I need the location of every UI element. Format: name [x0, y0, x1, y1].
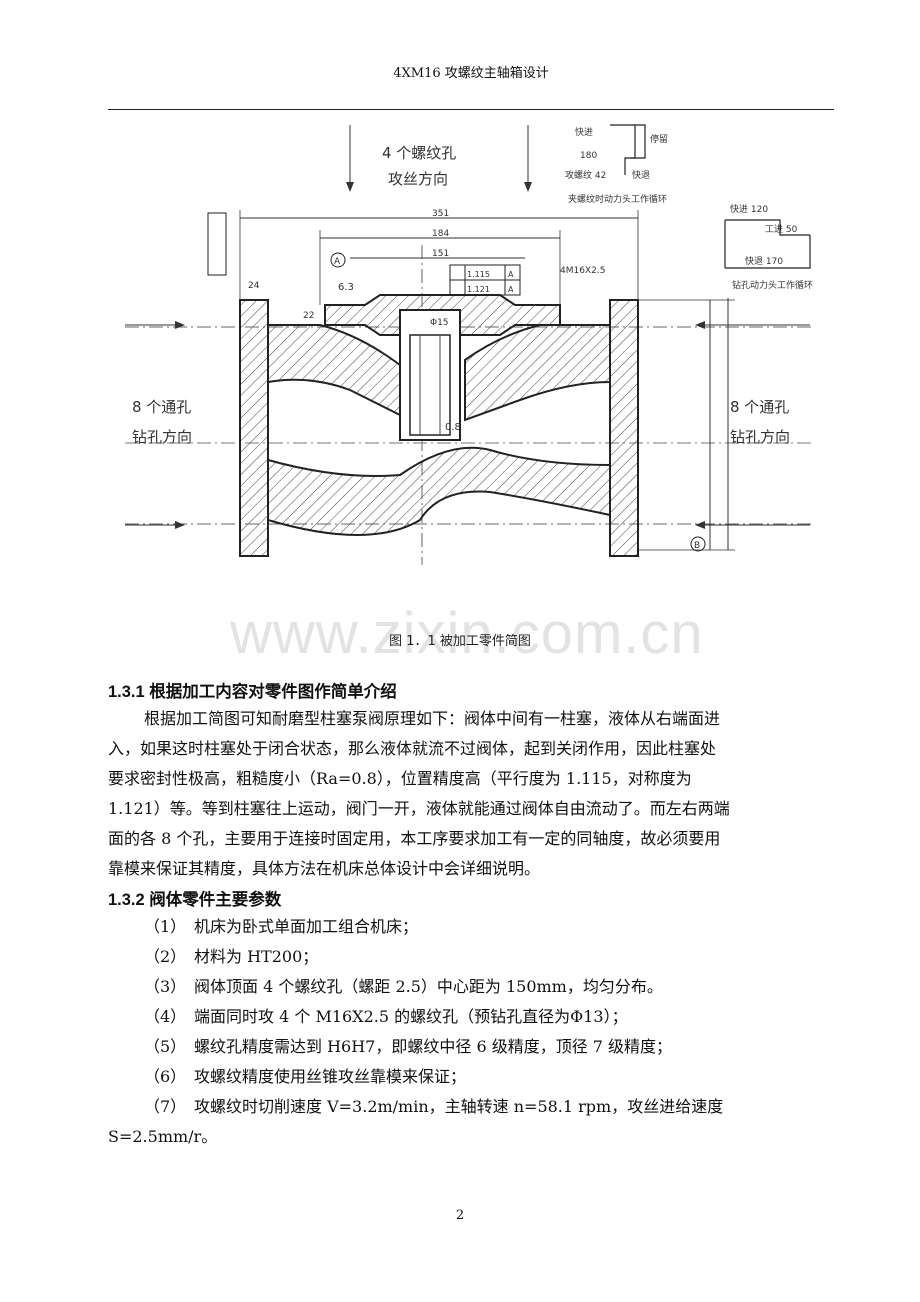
left-flange [239, 299, 269, 557]
svg-text:快退 170: 快退 170 [745, 255, 783, 267]
figure-caption: 图 1．1 被加工零件简图 [389, 634, 531, 649]
svg-text:停留: 停留 [650, 133, 668, 145]
svg-text:A: A [334, 257, 341, 267]
svg-text:工进 50: 工进 50 [765, 224, 798, 235]
page-header: 4XM16 攻螺纹主轴箱设计 [393, 66, 549, 81]
lower-wall [267, 446, 611, 536]
right-holes-direction: 钻孔方向 [730, 428, 790, 446]
list-item: （7）攻螺纹时切削速度 V=3.2m/min，主轴转速 n=58.1 rpm，攻… [144, 1097, 724, 1116]
svg-text:4M16X2.5: 4M16X2.5 [560, 266, 605, 276]
right-flange [609, 299, 639, 557]
svg-text:22: 22 [303, 311, 314, 321]
svg-text:快进 120: 快进 120 [730, 203, 768, 215]
paragraph-line: 根据加工简图可知耐磨型柱塞泵阀原理如下：阀体中间有一柱塞，液体从右端面进 [144, 709, 721, 728]
paragraph-line: 1.121）等。等到柱塞往上运动，阀门一开，液体就能通过阀体自由流动了。而左右两… [108, 799, 730, 818]
svg-text:1.121: 1.121 [467, 285, 490, 294]
plunger [409, 334, 451, 436]
top-holes-direction: 攻丝方向 [388, 170, 448, 188]
svg-text:攻螺纹 42: 攻螺纹 42 [565, 169, 606, 181]
paragraph-line: 入，如果这时柱塞处于闭合状态，那么液体就流不过阀体，起到关闭作用，因此柱塞处 [108, 739, 717, 758]
right-holes-label: 8 个通孔 [730, 398, 789, 416]
upper-left-wall [267, 324, 401, 417]
section-heading-1-3-1: 1.3.1 根据加工内容对零件图作简单介绍 [108, 683, 397, 701]
cycle2-caption: 钻孔动力头工作循环 [732, 279, 813, 291]
svg-text:151: 151 [432, 249, 449, 259]
valve-body-drawing: 4 个螺纹孔 攻丝方向 8 个通孔 钻孔方向 8 个通孔 钻孔方向 快进 180… [125, 124, 815, 565]
parameter-list: （1）机床为卧式单面加工组合机床； （2）材料为 HT200； （3）阀体顶面 … [108, 912, 834, 1152]
list-item: （2）材料为 HT200； [144, 947, 319, 966]
section-1-3-1-paragraph: 根据加工简图可知耐磨型柱塞泵阀原理如下：阀体中间有一柱塞，液体从右端面进 入，如… [108, 704, 834, 884]
upper-right-wall [464, 324, 611, 422]
svg-text:快进: 快进 [575, 126, 593, 138]
list-item: （4）端面同时攻 4 个 M16X2.5 的螺纹孔（预钻孔直径为Φ13）； [144, 1007, 628, 1026]
left-holes-label: 8 个通孔 [132, 398, 191, 416]
svg-text:Φ15: Φ15 [430, 318, 449, 328]
svg-text:184: 184 [432, 229, 449, 239]
list-item: （3）阀体顶面 4 个螺纹孔（螺距 2.5）中心距为 150mm，均匀分布。 [144, 977, 663, 996]
cycle1-caption: 夹螺纹时动力头工作循环 [568, 193, 667, 205]
list-item: （1）机床为卧式单面加工组合机床； [144, 917, 419, 936]
svg-text:B: B [694, 541, 700, 551]
section-heading-1-3-2: 1.3.2 阀体零件主要参数 [108, 891, 282, 909]
watermark: www.zixin.com.cn [230, 601, 704, 666]
paragraph-line: 面的各 8 个孔，主要用于连接时固定用，本工序要求加工有一定的同轴度，故必须要用 [108, 829, 721, 848]
svg-text:1.115: 1.115 [467, 270, 490, 279]
paragraph-line: 靠模来保证其精度，具体方法在机床总体设计中会详细说明。 [108, 859, 541, 878]
top-holes-label: 4 个螺纹孔 [382, 144, 456, 162]
svg-text:A: A [508, 270, 514, 279]
svg-text:180: 180 [580, 151, 597, 161]
svg-text:快退: 快退 [632, 169, 650, 181]
list-item-continuation: S=2.5mm/r。 [108, 1127, 218, 1146]
left-holes-direction: 钻孔方向 [132, 428, 192, 446]
header-rule [108, 109, 834, 110]
svg-text:A: A [508, 285, 514, 294]
list-item: （6）攻螺纹精度使用丝锥攻丝靠模来保证； [144, 1067, 467, 1086]
svg-text:351: 351 [432, 209, 449, 219]
list-item: （5）螺纹孔精度需达到 H6H7，即螺纹中径 6 级精度，顶径 7 级精度； [144, 1037, 673, 1056]
svg-text:24: 24 [248, 281, 260, 291]
paragraph-line: 要求密封性极高，粗糙度小（Ra=0.8），位置精度高（平行度为 1.115，对称… [108, 769, 692, 788]
svg-text:0.8: 0.8 [445, 422, 461, 433]
page-number: 2 [455, 1208, 465, 1223]
svg-text:6.3: 6.3 [338, 282, 354, 293]
part-drawing-figure: 4 个螺纹孔 攻丝方向 8 个通孔 钻孔方向 8 个通孔 钻孔方向 快进 180… [120, 120, 820, 570]
